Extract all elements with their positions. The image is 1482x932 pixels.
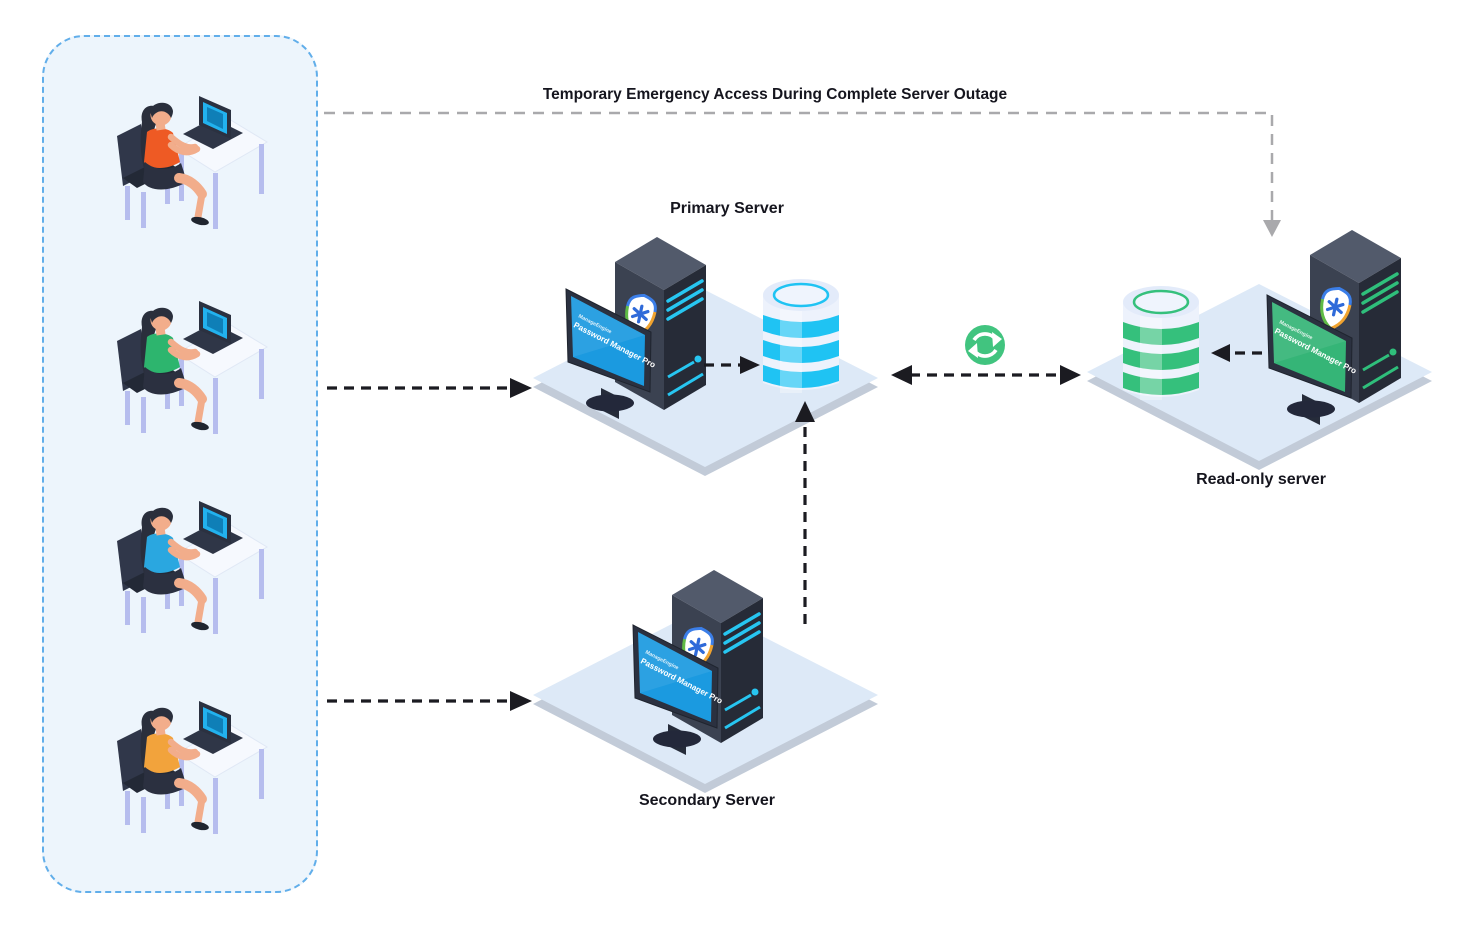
arrow-right-icon [510, 378, 532, 398]
readonly-monitor [1266, 294, 1353, 426]
readonly-screen-brand: ManageEngine [1278, 319, 1313, 341]
arrow-right-icon [740, 356, 760, 374]
primary-server-station: ManageEngine Password Manager Pro [533, 235, 878, 476]
arrow-left-icon [1211, 344, 1230, 362]
primary-server-tower [613, 235, 708, 412]
primary-screen-brand: ManageEngine [577, 313, 612, 335]
secondary-server-tower [670, 568, 765, 745]
arrow-right-icon [510, 691, 532, 711]
readonly-server-label: Read-only server [1196, 471, 1326, 488]
readonly-database-icon [1121, 284, 1201, 402]
secondary-monitor [632, 624, 719, 756]
primary-monitor [565, 288, 652, 420]
emergency-access-connector [324, 111, 1281, 237]
arrow-up-icon [795, 401, 815, 422]
readonly-platform [1087, 284, 1432, 470]
arrow-left-icon [891, 365, 912, 385]
secondary-screen-brand: ManageEngine [644, 649, 679, 671]
secondary-screen-product: Password Manager Pro [639, 657, 724, 706]
sync-refresh-icon [965, 325, 1005, 365]
primary-platform [533, 290, 878, 476]
emergency-access-label: Temporary Emergency Access During Comple… [542, 86, 1008, 103]
readonly-screen-product: Password Manager Pro [1273, 327, 1358, 376]
readonly-server-station: ManageEngine Password Manager Pro [1087, 228, 1432, 470]
arrow-right-icon [1060, 365, 1081, 385]
primary-server-label: Primary Server [670, 200, 784, 217]
secondary-server-station: ManageEngine Password Manager Pro [533, 568, 878, 793]
readonly-server-tower [1308, 228, 1403, 405]
arrow-down-icon [1263, 220, 1281, 237]
users-group-panel [42, 35, 318, 893]
secondary-platform [533, 607, 878, 793]
secondary-server-label: Secondary Server [638, 792, 776, 809]
primary-database-icon [761, 277, 841, 395]
primary-screen-product: Password Manager Pro [572, 321, 657, 370]
